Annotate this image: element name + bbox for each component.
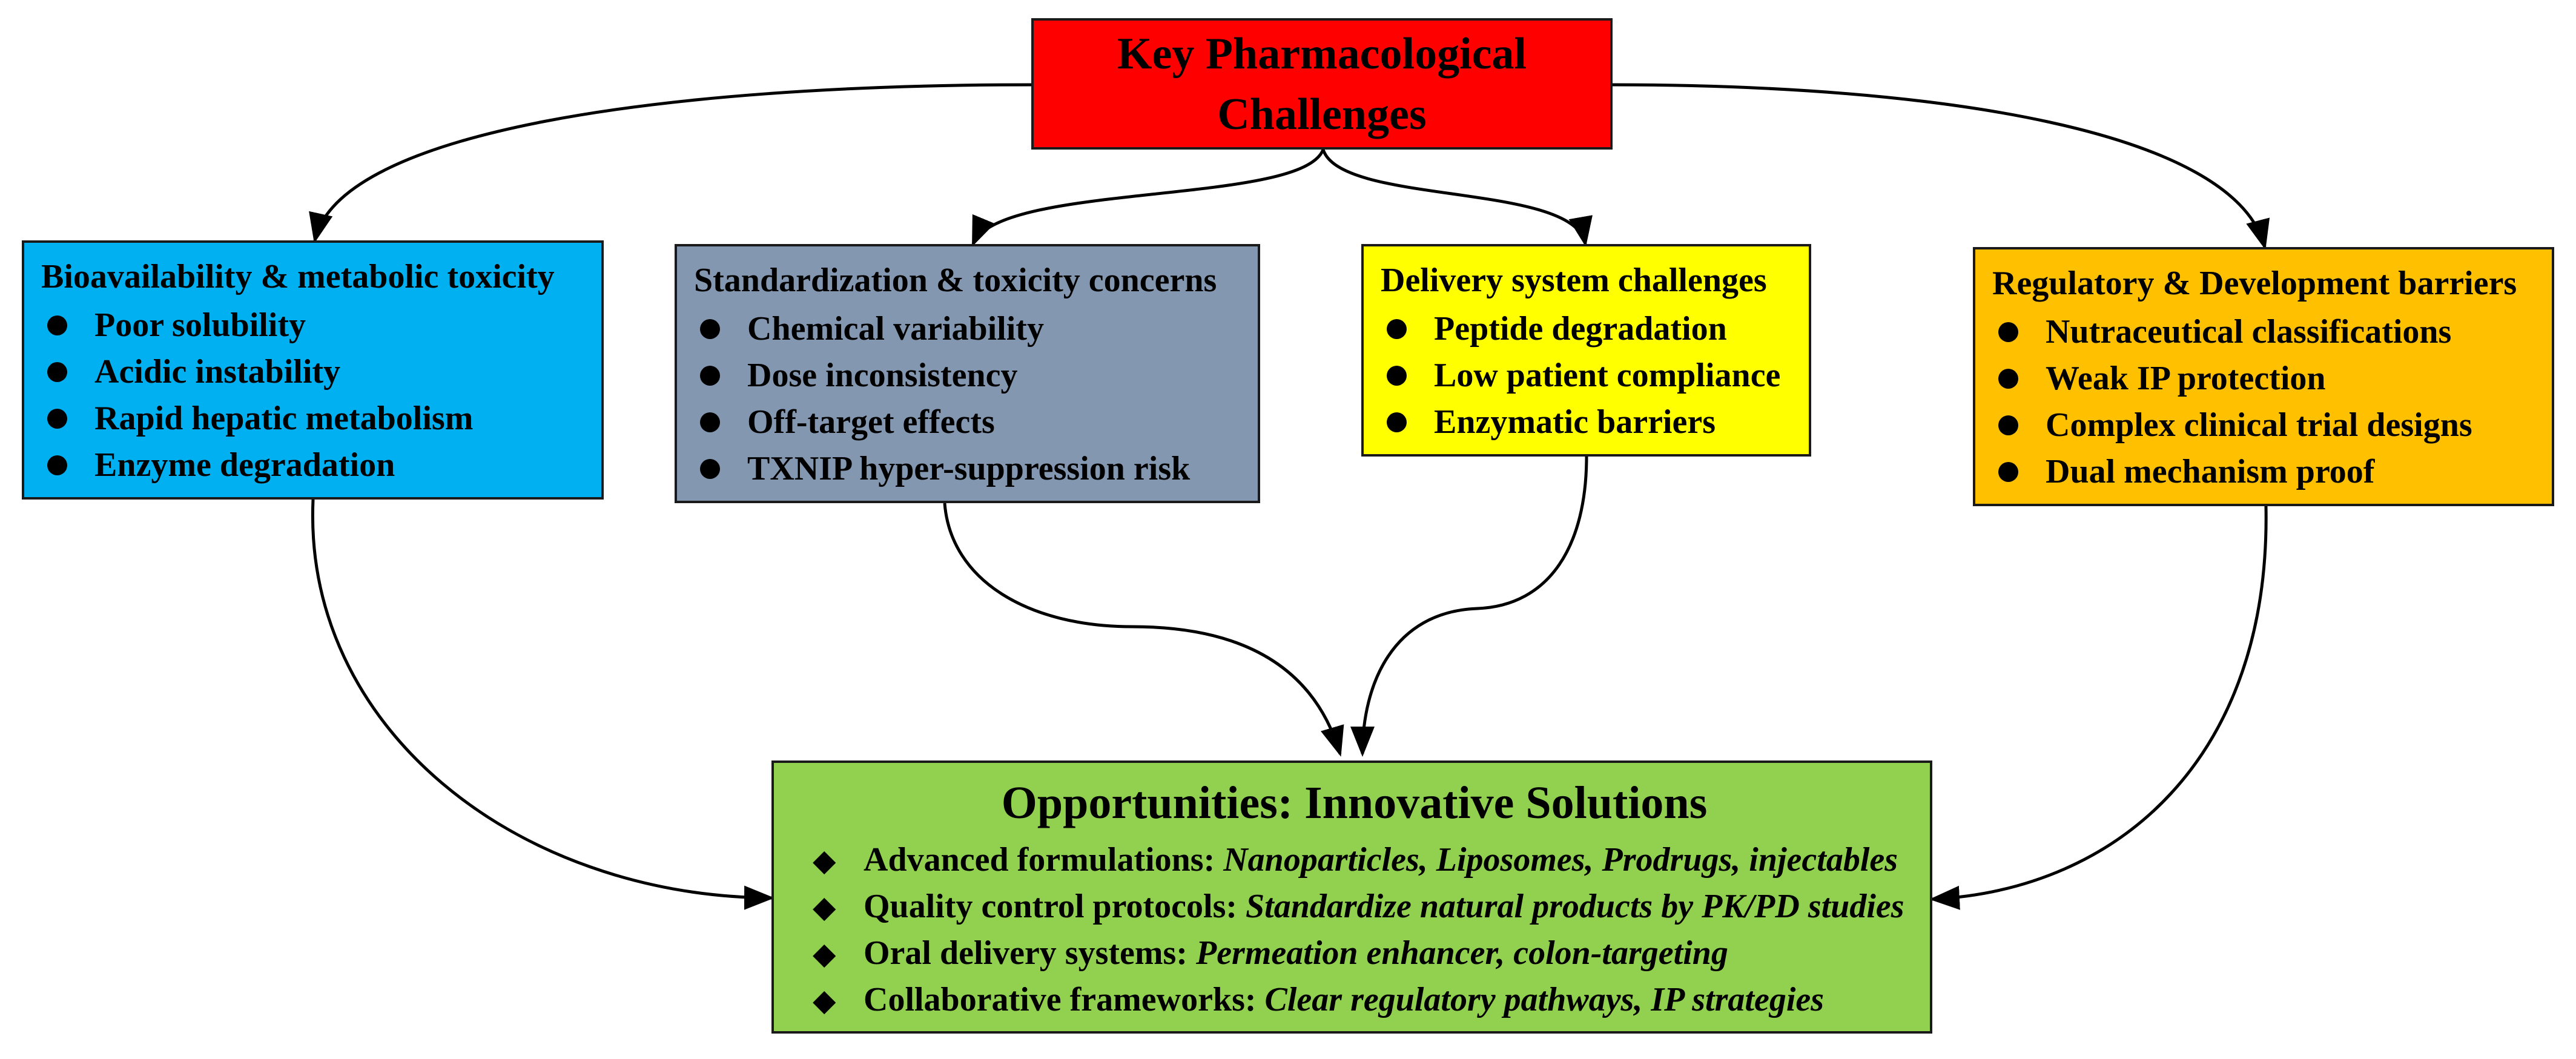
list-item-text: Acidic instability [94, 353, 341, 391]
bioavailability-box: Bioavailability & metabolic toxicity Poo… [22, 240, 604, 500]
standardization-box: Standardization & toxicity concerns Chem… [675, 244, 1260, 503]
list-item: ◆ Advanced formulations: Nanoparticles, L… [796, 837, 1930, 883]
bullet-icon [700, 412, 720, 432]
diamond-bullet-icon: ◆ [813, 843, 836, 877]
list-item-text: Poor solubility [94, 306, 306, 344]
list-item: Off-target effects [694, 399, 1258, 446]
bullet-icon [1387, 366, 1407, 386]
diamond-bullet-icon: ◆ [813, 890, 836, 924]
opportunities-title: Opportunities: Innovative Solutions [1001, 777, 1708, 828]
regulatory-list: Nutraceutical classifications Weak IP pr… [1992, 309, 2552, 495]
list-item-text: Low patient compliance [1434, 357, 1781, 394]
list-item-text: Dose inconsistency [747, 357, 1018, 394]
bullet-icon [1998, 322, 2018, 342]
list-item: ◆ Collaborative frameworks: Clear regulat… [796, 977, 1930, 1023]
arrow-bioavailability-to-opportunities [311, 499, 774, 910]
opportunity-detail: Nanoparticles, Liposomes, Prodrugs, inje… [1223, 841, 1898, 879]
opportunities-box: Opportunities: Innovative Solutions ◆ Adv… [771, 760, 1932, 1034]
bullet-icon [1998, 415, 2018, 435]
arrow-regulatory-to-opportunities [1929, 506, 2268, 910]
bullet-icon [47, 315, 67, 335]
standardization-list: Chemical variability Dose inconsistency … [694, 306, 1258, 492]
list-item: Poor solubility [41, 302, 601, 349]
bullet-icon [1387, 319, 1407, 339]
bullet-icon [1998, 369, 2018, 389]
list-item-text: Off-target effects [747, 403, 995, 441]
bullet-icon [47, 409, 67, 429]
arrow-delivery-to-opportunities [1350, 456, 1588, 757]
header-title-line-1: Key Pharmacological [1117, 28, 1527, 79]
list-item-text: Chemical variability [747, 310, 1044, 348]
opportunities-list: ◆ Advanced formulations: Nanoparticles, L… [796, 837, 1930, 1023]
diamond-bullet-icon: ◆ [813, 937, 836, 971]
arrow-header-to-standardization [971, 149, 1325, 247]
list-item-text: Enzymatic barriers [1434, 403, 1716, 441]
diamond-bullet-icon: ◆ [813, 983, 836, 1017]
bullet-icon [1387, 412, 1407, 432]
opportunity-label: Collaborative frameworks: [864, 981, 1257, 1018]
list-item: Low patient compliance [1381, 352, 1809, 399]
bullet-icon [47, 362, 67, 382]
list-item-text: Complex clinical trial designs [2046, 406, 2472, 444]
delivery-box: Delivery system challenges Peptide degra… [1361, 244, 1811, 457]
regulatory-title: Regulatory & Development barriers [1992, 265, 2517, 302]
opportunity-label: Oral delivery systems: [864, 934, 1187, 972]
opportunity-detail: Standardize natural products by PK/PD st… [1246, 888, 1904, 925]
opportunity-detail: Clear regulatory pathways, IP strategies [1264, 981, 1825, 1018]
bullet-icon [700, 319, 720, 339]
list-item-text: Nutraceutical classifications [2046, 313, 2452, 351]
opportunity-label: Quality control protocols: [864, 888, 1238, 925]
delivery-title: Delivery system challenges [1381, 262, 1767, 299]
list-item: Nutraceutical classifications [1992, 309, 2552, 355]
bullet-icon [700, 366, 720, 386]
list-item: Peptide degradation [1381, 306, 1809, 352]
list-item: Dose inconsistency [694, 352, 1258, 399]
list-item: ◆ Oral delivery systems: Permeation enhan… [796, 930, 1930, 977]
list-item-text: TXNIP hyper-suppression risk [747, 450, 1191, 487]
delivery-list: Peptide degradation Low patient complian… [1381, 306, 1809, 446]
list-item: ◆ Quality control protocols: Standardize … [796, 883, 1930, 930]
opportunity-detail: Permeation enhancer, colon-targeting [1195, 934, 1728, 972]
list-item: Acidic instability [41, 349, 601, 395]
list-item: Complex clinical trial designs [1992, 402, 2552, 449]
list-item: Chemical variability [694, 306, 1258, 352]
list-item: Rapid hepatic metabolism [41, 395, 601, 442]
bullet-icon [1998, 462, 2018, 482]
regulatory-box: Regulatory & Development barriers Nutrac… [1973, 247, 2554, 506]
list-item-text: Rapid hepatic metabolism [94, 400, 474, 437]
list-item-text: Enzyme degradation [94, 446, 395, 484]
list-item: TXNIP hyper-suppression risk [694, 446, 1258, 492]
list-item: Enzyme degradation [41, 442, 601, 489]
arrow-standardization-to-opportunities [943, 503, 1344, 757]
bullet-icon [700, 459, 720, 479]
header-title-line-2: Challenges [1217, 89, 1427, 139]
list-item-text: Peptide degradation [1434, 310, 1727, 348]
opportunity-label: Advanced formulations: [864, 841, 1215, 879]
list-item-text: Dual mechanism proof [2046, 453, 2375, 490]
list-item-text: Weak IP protection [2046, 360, 2326, 397]
bullet-icon [47, 455, 67, 475]
bioavailability-title: Bioavailability & metabolic toxicity [41, 258, 555, 295]
list-item: Enzymatic barriers [1381, 399, 1809, 446]
arrow-header-to-regulatory [1612, 83, 2270, 250]
arrow-header-to-bioavailability [309, 83, 1032, 243]
arrow-header-to-delivery [1321, 149, 1593, 247]
bioavailability-list: Poor solubility Acidic instability Rapid… [41, 302, 601, 489]
list-item: Dual mechanism proof [1992, 449, 2552, 495]
list-item: Weak IP protection [1992, 355, 2552, 402]
key-challenges-header: Key Pharmacological Challenges [1031, 18, 1613, 150]
standardization-title: Standardization & toxicity concerns [694, 262, 1217, 299]
